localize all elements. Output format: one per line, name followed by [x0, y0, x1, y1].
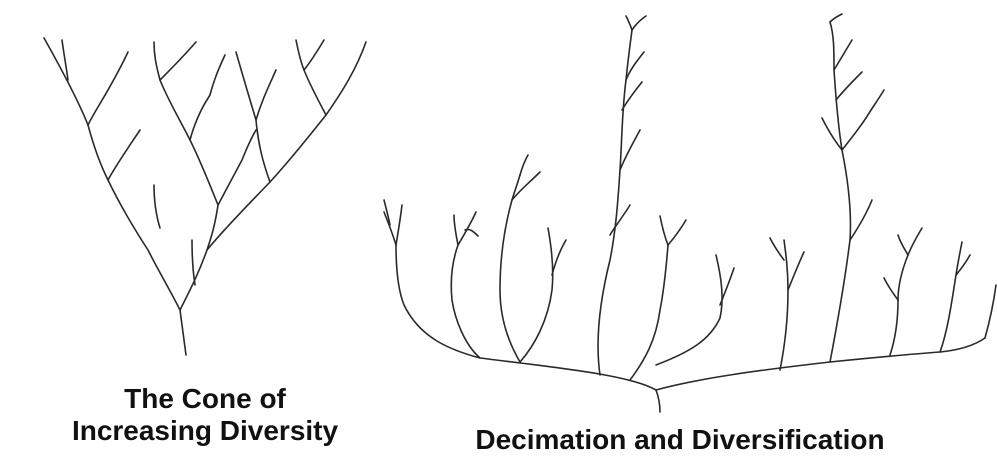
deci-r1-b	[770, 238, 784, 260]
deci-tall-left	[598, 30, 632, 375]
deci-r4	[940, 242, 962, 352]
cone-inner-1	[154, 185, 160, 228]
deci-l2-b	[458, 212, 476, 245]
deci-trunk	[656, 390, 660, 412]
deci-tall-right-e	[830, 14, 842, 22]
deci-tall-right-c	[836, 72, 862, 100]
cone-center-fork	[190, 55, 225, 140]
cone-left-mid	[108, 130, 140, 180]
deci-mid1	[630, 245, 668, 380]
deci-r3	[890, 255, 908, 355]
deci-tall-right-d	[834, 40, 852, 70]
deci-left-twig2	[396, 205, 402, 245]
decimation-caption: Decimation and Diversification	[420, 424, 940, 456]
cone-trunk	[180, 205, 218, 355]
deci-tall-left-d	[632, 16, 646, 30]
deci-r5	[985, 285, 996, 338]
deci-left-twig1	[384, 212, 396, 245]
cone-inner-2	[218, 130, 256, 205]
deci-tall-left-a	[620, 130, 640, 170]
deci-mid1-b	[668, 220, 686, 245]
deci-r1-a	[788, 252, 804, 290]
cone-right-main	[207, 42, 366, 250]
deci-r3-b	[884, 278, 898, 300]
decimation-caption-line1: Decimation and Diversification	[420, 424, 940, 456]
cone-right-d	[304, 40, 324, 70]
deci-tall-right-b	[842, 118, 866, 150]
deci-l3-b	[520, 155, 528, 175]
deci-tall-left-e	[626, 16, 632, 30]
cone-left-fork	[88, 52, 128, 125]
deci-l3-c	[520, 228, 553, 362]
cone-caption-line2: Increasing Diversity	[40, 415, 370, 447]
cone-center-fork2	[160, 42, 196, 80]
deci-r3-a	[908, 228, 922, 255]
deci-tall-right-a	[850, 200, 872, 240]
deci-tall-right	[830, 22, 851, 362]
deci-right-base	[656, 338, 985, 390]
deci-l3-d	[552, 240, 566, 275]
deci-r3-c	[898, 235, 908, 255]
cone-caption: The Cone of Increasing Diversity	[40, 383, 370, 447]
cone-right-b	[256, 70, 276, 120]
decimation-tree	[384, 14, 996, 412]
cone-inner-3	[192, 240, 195, 285]
deci-left-base	[396, 245, 656, 390]
deci-l2-a	[454, 215, 458, 245]
cone-center-up	[154, 42, 218, 205]
deci-tall-left-f	[610, 205, 630, 235]
deci-l2	[451, 245, 480, 358]
cone-tree	[44, 38, 366, 355]
deci-mid1-a	[660, 216, 668, 245]
cone-caption-line1: The Cone of	[40, 383, 370, 415]
deci-tall-right-g	[866, 90, 884, 118]
cone-right-c	[296, 40, 326, 115]
deci-l3	[500, 175, 520, 362]
